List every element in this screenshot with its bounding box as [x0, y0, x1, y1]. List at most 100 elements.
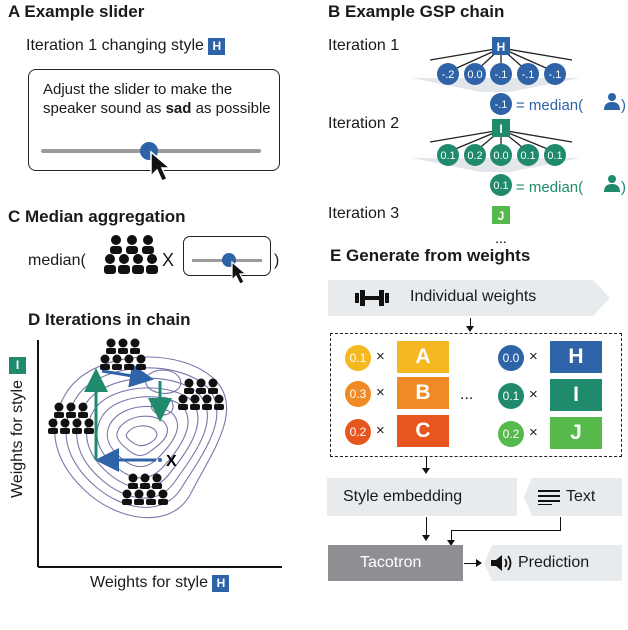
node-1-2: 0.0 [467, 69, 482, 81]
median-node-2-text: 0.1 [493, 180, 508, 192]
median-node-1 [490, 93, 512, 115]
median-label-2: = median( [516, 179, 583, 196]
connector-arrowhead-3 [422, 535, 430, 541]
node-2-5: 0.1 [547, 150, 562, 162]
median-close-2: ) [621, 179, 626, 196]
times-h: × [529, 348, 538, 365]
individual-weights-banner: Individual weights [328, 280, 610, 316]
weights-dashed-box [330, 333, 622, 457]
connector-text-up [560, 517, 561, 531]
weight-circle-a: 0.1 [345, 345, 371, 371]
chain-badge-j [492, 206, 510, 224]
weight-circle-i: 0.1 [498, 383, 524, 409]
dumbbell-icon [355, 290, 389, 306]
style-block-b: B [397, 377, 449, 409]
chain-ellipsis: ... [495, 230, 507, 245]
times-c: × [376, 422, 385, 439]
node-2-1: 0.1 [440, 150, 455, 162]
start-point [158, 458, 162, 462]
slider-card: Adjust the slider to make the speaker so… [28, 69, 280, 182]
times-x: X [162, 250, 175, 270]
contour-plot: X [37, 338, 282, 568]
slider-instruction: Adjust the slider to make the speaker so… [43, 80, 273, 118]
chain-badge-i [492, 119, 510, 137]
node-2-3: 0.0 [493, 150, 508, 162]
connector-arrowhead-4 [447, 540, 455, 546]
median-close-1: ) [621, 97, 626, 114]
weight-circle-j: 0.2 [498, 421, 524, 447]
median-function-label: median( [28, 252, 86, 269]
connector-arrowhead-5 [476, 559, 482, 567]
gsp-chain-diagram: H I J ... -.2 0.0 -.1 -.1 -.1 -.1 = medi… [412, 37, 626, 245]
prediction-label: Prediction [518, 554, 590, 571]
weight-circle-h: 0.0 [498, 345, 524, 371]
prediction-banner: Prediction [484, 545, 622, 581]
people-group-icon-1 [100, 338, 146, 370]
panel-e-title: E Generate from weights [330, 246, 531, 265]
people-group-icon-3 [178, 378, 224, 410]
style-block-j: J [550, 417, 602, 449]
node-1-1: -.2 [442, 69, 455, 81]
connector-down-2 [426, 457, 427, 470]
style-embedding-label: Style embedding [343, 488, 463, 505]
person-icon-teal [604, 175, 620, 192]
connector-text-down [451, 530, 452, 542]
text-label: Text [566, 488, 596, 505]
instruction-emphasis: sad [165, 100, 192, 117]
node-2-4: 0.1 [520, 150, 535, 162]
weight-circle-c: 0.2 [345, 419, 371, 445]
people-group-icon-4 [122, 473, 168, 505]
panel-c-title: C Median aggregation [8, 207, 186, 226]
iteration-label-text: Iteration 1 changing style [26, 37, 204, 54]
mini-slider-card [183, 236, 271, 285]
iteration-1-label: Iteration 1 [328, 37, 400, 54]
style-block-i: I [550, 379, 602, 411]
connector-down-1 [470, 318, 471, 328]
group-people-icon [104, 235, 158, 274]
weight-circle-b: 0.3 [345, 381, 371, 407]
tacotron-label: Tacotron [360, 554, 422, 571]
panel-a-title: A Example slider [8, 2, 145, 21]
node-1-4: -.1 [522, 69, 535, 81]
x-axis-label-text: Weights for style [90, 574, 208, 591]
iteration-3-label: Iteration 3 [328, 205, 400, 222]
style-embedding-box: Style embedding [327, 478, 517, 516]
y-axis-label-text: Weights for style [9, 380, 26, 498]
node-1-3: -.1 [495, 69, 508, 81]
median-node-2 [490, 174, 512, 196]
iteration-2-nodes: 0.1 0.2 0.0 0.1 0.1 [437, 144, 566, 166]
connector-arrowhead-2 [422, 468, 430, 474]
person-icon-blue [604, 93, 620, 110]
panel-a-iteration-label: Iteration 1 changing style H [26, 37, 226, 55]
connector-right [464, 563, 480, 564]
people-group-icon-2 [48, 402, 94, 434]
iteration-1-nodes: -.2 0.0 -.1 -.1 -.1 [437, 63, 566, 85]
instruction-text: Adjust the slider to make the speaker so… [43, 81, 233, 117]
y-axis-badge-i: I [9, 357, 26, 374]
chain-badge-h-text: H [497, 40, 506, 54]
weights-ellipsis: ... [460, 386, 474, 403]
arrow-step-3 [101, 363, 154, 388]
tacotron-box: Tacotron [328, 545, 463, 581]
text-input-banner: Text [524, 478, 622, 516]
speaker-icon [491, 555, 512, 571]
times-a: × [376, 348, 385, 365]
mouse-cursor-icon [150, 150, 173, 182]
median-close-paren: ) [274, 252, 280, 269]
instruction-text-end: as possible [191, 100, 271, 117]
median-node-1-text: -.1 [495, 99, 508, 111]
times-b: × [376, 384, 385, 401]
style-block-h: H [550, 341, 602, 373]
times-i: × [529, 386, 538, 403]
iteration-2-label: Iteration 2 [328, 115, 400, 132]
panel-d-title: D Iterations in chain [28, 310, 191, 329]
start-marker-x: X [166, 453, 177, 470]
chain-badge-j-text: J [498, 209, 505, 223]
median-label-1: = median( [516, 97, 583, 114]
x-axis-badge-h: H [212, 575, 230, 592]
style-block-c: C [397, 415, 449, 447]
mini-cursor-icon [231, 260, 248, 285]
chain-badge-i-text: I [499, 122, 502, 136]
x-axis-label: Weights for style H [90, 574, 230, 592]
times-j: × [529, 424, 538, 441]
